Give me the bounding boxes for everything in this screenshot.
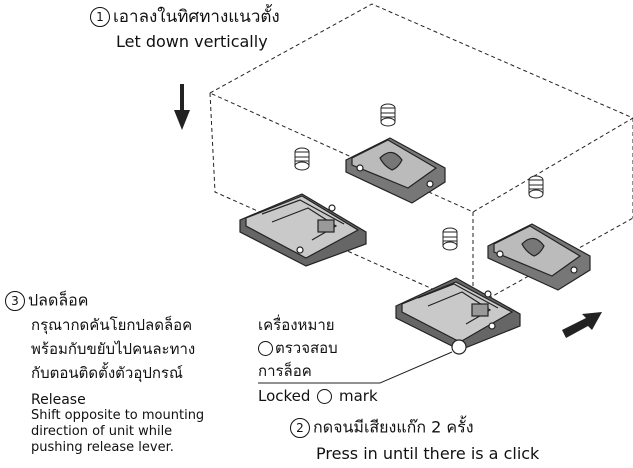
stud-icon [294, 147, 310, 171]
push-arrow-icon [562, 312, 602, 338]
mark-en-suffix: mark [338, 387, 378, 405]
stud-icon [380, 103, 396, 127]
step2-label-en: Press in until there is a click [316, 444, 540, 463]
stud-icon [528, 175, 544, 199]
step3-thai-text: ปลดล็อค [28, 290, 89, 310]
step3-desc-th-3: กับตอนติดตั้งตัวอุปกรณ์ [31, 364, 183, 382]
step1-number-circle: 1 [90, 7, 110, 27]
step1-thai-text: เอาลงในทิศทางแนวตั้ง [113, 7, 280, 27]
step3-desc-th-1: กรุณากดคันโยกปลดล็อค [31, 316, 193, 334]
mark-thai-text: ตรวจสอบ [275, 339, 338, 357]
lock-mark-indicator [451, 339, 467, 355]
mark-label-th-1: เครื่องหมาย [258, 316, 335, 334]
step2-thai-text: กดจนมีเสียงแก๊ก 2 ครั้ง [313, 417, 474, 437]
step2-number-circle: 2 [290, 418, 310, 438]
step3-desc-en-3: pushing release lever. [31, 440, 174, 455]
down-arrow-icon [174, 84, 190, 130]
step3-desc-en-2: direction of unit while [31, 424, 173, 439]
step3-label-en: Release [31, 392, 86, 408]
mark-en-text: Locked [258, 387, 311, 405]
mark-label-th-3: การล็อค [258, 362, 312, 380]
step3-desc-en-1: Shift opposite to mounting [31, 408, 205, 423]
bracket-icon [487, 223, 591, 291]
step3-number-circle: 3 [5, 291, 25, 311]
mark-label-en: Locked mark [258, 389, 378, 404]
mounting-plate-icon [239, 193, 367, 267]
mark-circle-icon [258, 341, 273, 356]
mounting-plate-icon [395, 277, 521, 351]
stud-icon [442, 227, 458, 251]
leader-line [258, 351, 453, 384]
mark-label-th-2: ตรวจสอบ [258, 341, 338, 356]
step3-desc-th-2: พร้อมกับขยับไปคนละทาง [31, 340, 196, 358]
step1-label-en: Let down vertically [116, 32, 268, 51]
mark-circle-icon [317, 389, 333, 404]
bracket-icon [345, 137, 446, 204]
